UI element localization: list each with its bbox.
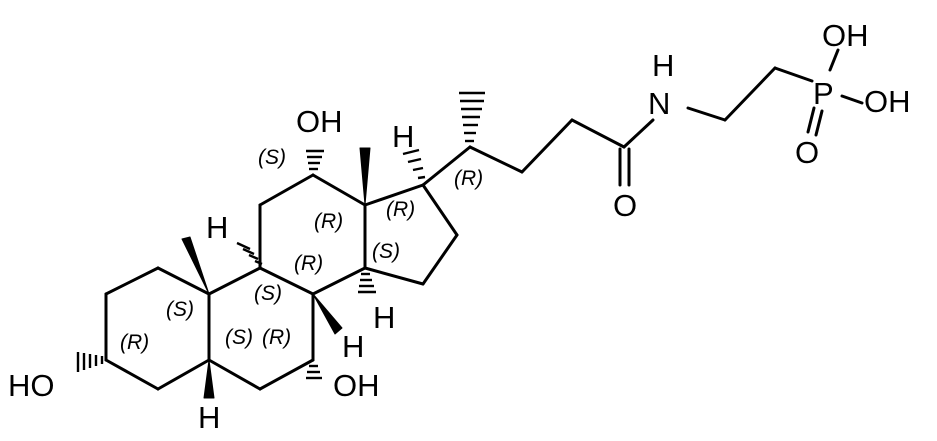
wedge-bonds [181,147,371,399]
stereo-label-c5: (S) [225,326,253,349]
hash-c20-methyl [459,91,485,143]
atom-label-n: N [648,86,670,121]
bond-c1-c2 [104,266,160,296]
atom-label-oh-c12: OH [296,104,343,139]
stereo-label-c17: (R) [386,198,415,221]
bond-c10-c9 [207,266,262,296]
bond-c20-c22 [468,145,524,174]
bond-c11-c12 [258,173,315,207]
bond-c23-c24 [570,118,626,149]
bond-p-o-double-a [806,106,816,134]
bond-p-oh-top [828,48,840,72]
bond-c9-c8 [258,266,315,296]
bond-c17-c20 [421,145,472,187]
bond-ca-cb [723,66,777,122]
bond-c24-n [622,118,655,149]
wedge-c10-methyl [181,236,210,295]
stereo-label-c13: (R) [314,210,343,233]
bond-c4-c5 [156,358,211,391]
hashed-bonds [76,91,485,380]
atom-label-p: P [813,76,834,111]
bond-c17-c16 [421,183,459,237]
hash-c7-oh [306,364,322,380]
hash-c12-oh [306,149,324,171]
atom-label-amide-o: O [613,188,637,223]
bond-n-ca [686,106,727,122]
wedge-c5-h [203,359,215,399]
bond-c13-c17 [363,183,425,207]
bond-c15-c14 [363,266,425,286]
bond-p-oh-right [840,94,864,105]
bond-c16-c15 [421,233,459,286]
bond-c12-c13 [311,173,367,207]
atom-label-ho-c3: HO [8,368,55,403]
bond-c14-c8 [311,266,367,296]
stereo-label-c7: (R) [262,326,291,349]
stereo-label-c20: (R) [454,167,483,190]
bond-c7-c6 [258,358,315,391]
hash-c9-h [236,241,263,266]
stereo-label-c8: (R) [294,252,323,275]
atom-label-nh-h: H [652,48,674,83]
stereo-label-c12: (S) [258,146,286,169]
stereo-label-c9: (S) [254,282,282,305]
bond-c6-c5 [207,358,262,391]
bond-skeleton [104,48,864,391]
bond-c22-c23 [520,118,574,174]
stereo-label-c14: (S) [372,240,400,263]
wedge-c8-h [312,293,343,335]
hash-c3-oh [76,352,104,372]
hash-c17-h [402,148,426,180]
atom-label-p-oh-top: OH [822,18,869,53]
bond-cb-p [773,66,814,83]
bond-c3-c4 [104,358,160,391]
stereo-label-c10: (S) [166,298,194,321]
atom-labels: OH HO OH H H H H H N H O P OH OH O [8,18,911,435]
stereo-label-c3: (R) [120,331,149,354]
stereo-descriptors: (S) (R) (R) (R) (S) (R) (S) (S) (S) (R) … [120,146,483,354]
atom-label-h-c14: H [373,300,395,335]
bond-c10-c1 [156,266,211,296]
atom-label-h-c9: H [206,210,228,245]
hash-c14-h [358,272,376,294]
wedge-c13-methyl [359,147,371,206]
atom-label-p-o-double: O [795,135,819,170]
atom-label-h-c8: H [342,329,364,364]
atom-label-h-c5: H [198,400,220,435]
atom-label-p-oh-right: OH [864,84,911,119]
atom-label-h-c17: H [392,119,414,154]
bond-p-o-double-b [814,109,824,137]
atom-label-oh-c7: OH [333,368,380,403]
